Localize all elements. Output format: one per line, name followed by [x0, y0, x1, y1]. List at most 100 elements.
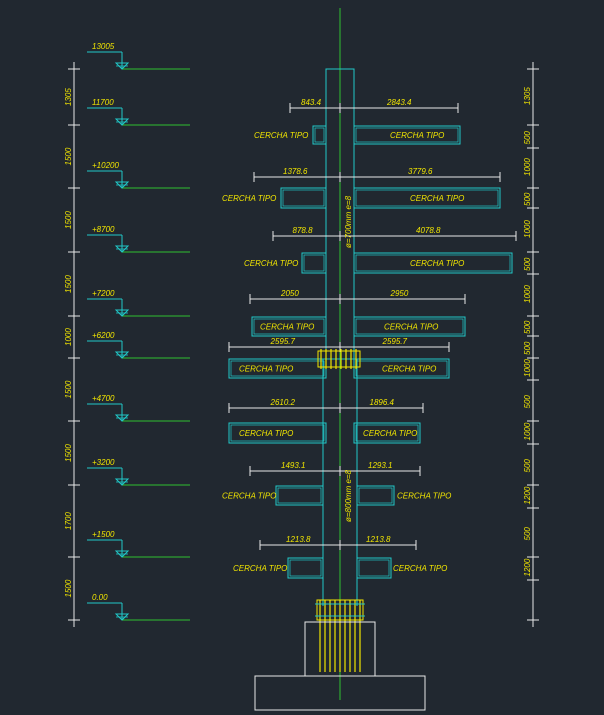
- left-spacing-label: 1700: [64, 512, 73, 530]
- right-spacing-label: 1200: [523, 558, 532, 576]
- level-marker: +4700: [87, 394, 190, 422]
- beam-right-inner: [358, 559, 390, 577]
- beam-right-inner: [355, 254, 511, 272]
- level-label: 11700: [92, 98, 114, 107]
- level-label: +10200: [92, 161, 119, 170]
- right-spacing-label: 500: [523, 131, 532, 145]
- beam-left-inner: [314, 127, 325, 143]
- right-spacing-label: 500: [523, 527, 532, 541]
- level-markers: 13005 11700 +10200 +8700 +7200 +6200 +4700 +320…: [87, 42, 190, 621]
- splice-bars: [320, 349, 357, 369]
- beam-left-label: CERCHA TIPO: [222, 492, 276, 501]
- left-spacing-label: 1500: [64, 380, 73, 398]
- level-marker: 0.00: [87, 593, 190, 621]
- beam-left-label: CERCHA TIPO: [233, 564, 287, 573]
- beam-right-outer: [353, 125, 461, 145]
- beam-left-dimension: 878.8: [293, 226, 314, 235]
- level-label: +7200: [92, 289, 115, 298]
- beam-left-dimension: 1213.8: [286, 535, 311, 544]
- left-spacing-label: 1500: [64, 275, 73, 293]
- beam-right-dimension: 2950: [390, 289, 409, 298]
- beam-right-dimension: 1896.4: [370, 398, 395, 407]
- beam-left-inner: [277, 487, 322, 504]
- beam-right-outer: [356, 557, 392, 579]
- beam-left-label: CERCHA TIPO: [239, 429, 293, 438]
- beam-right-label: CERCHA TIPO: [410, 259, 464, 268]
- beam-right-outer: [353, 316, 466, 337]
- level-marker: +10200: [87, 161, 190, 189]
- beam-right-outer: [353, 358, 450, 379]
- beam-left-dimension: 843.4: [301, 98, 322, 107]
- beam-right-dimension: 3779.6: [408, 167, 433, 176]
- beam-right-inner: [355, 424, 419, 442]
- beam-right-label: CERCHA TIPO: [390, 131, 444, 140]
- beam-right-inner: [355, 127, 459, 143]
- level-label: +6200: [92, 331, 115, 340]
- beam-right-inner: [355, 189, 499, 207]
- right-spacing-label: 1000: [523, 285, 532, 303]
- beam-right-outer: [356, 485, 395, 506]
- left-spacing-label: 1500: [64, 579, 73, 597]
- right-spacing-label: 1200: [523, 486, 532, 504]
- beam-left-outer: [301, 252, 327, 274]
- beam-left-inner: [303, 254, 325, 272]
- level-label: +4700: [92, 394, 115, 403]
- beam-left-outer: [251, 316, 327, 337]
- beam-right-label: CERCHA TIPO: [382, 365, 436, 374]
- right-spacing-label: 1305: [523, 87, 532, 105]
- beam-left-inner: [253, 318, 325, 335]
- right-spacing-label: 500: [523, 395, 532, 409]
- beam-left-label: CERCHA TIPO: [239, 365, 293, 374]
- beam-right-label: CERCHA TIPO: [363, 429, 417, 438]
- beam-left-outer: [280, 187, 327, 209]
- right-spacing-label: 500: [523, 257, 532, 271]
- beam-right-inner: [355, 318, 464, 335]
- right-spacing-label: 1000: [523, 158, 532, 176]
- left-spacing-label: 1500: [64, 211, 73, 229]
- beam-right-dimension: 4078.8: [416, 226, 441, 235]
- right-spacing-label: 1000: [523, 422, 532, 440]
- beam-left-outer: [228, 422, 327, 444]
- level-label: +3200: [92, 458, 115, 467]
- beam-left-dimension: 2610.2: [270, 398, 296, 407]
- beam-right-inner: [358, 487, 393, 504]
- beam-right-label: CERCHA TIPO: [384, 323, 438, 332]
- beam-left-inner: [230, 424, 325, 442]
- right-spacing-label: 500: [523, 192, 532, 206]
- right-spacing-label: 1000: [523, 359, 532, 377]
- column-label-upper: ø=700mm e=8: [344, 195, 353, 248]
- right-spacing-label: 1000: [523, 220, 532, 238]
- beam-right-outer: [353, 252, 513, 274]
- anchor-bars: [315, 600, 365, 672]
- column-base: [254, 599, 426, 711]
- beam-left-label: CERCHA TIPO: [254, 131, 308, 140]
- right-dimension-scale: 1305 500 1000 500 1000 500 1000 500 500 1000 500 10…: [523, 62, 539, 627]
- beam-left-dimension: 1378.6: [283, 167, 308, 176]
- level-label: 13005: [92, 42, 115, 51]
- level-marker: +1500: [87, 530, 190, 558]
- beam-right-outer: [353, 187, 501, 209]
- level-label: +1500: [92, 530, 115, 539]
- beam-right-dimension: 1213.8: [366, 535, 391, 544]
- left-spacing-label: 1500: [64, 147, 73, 165]
- beam-right-label: CERCHA TIPO: [393, 564, 447, 573]
- beam-right-label: CERCHA TIPO: [397, 492, 451, 501]
- beam-right-dimension: 1293.1: [368, 461, 392, 470]
- level-marker: +8700: [87, 225, 190, 253]
- level-marker: +7200: [87, 289, 190, 317]
- right-spacing-label: 500: [523, 341, 532, 355]
- beam-right-label: CERCHA TIPO: [410, 194, 464, 203]
- beam-left-inner: [289, 559, 322, 577]
- column-upper-section: [325, 68, 355, 360]
- level-marker: 11700: [87, 98, 190, 126]
